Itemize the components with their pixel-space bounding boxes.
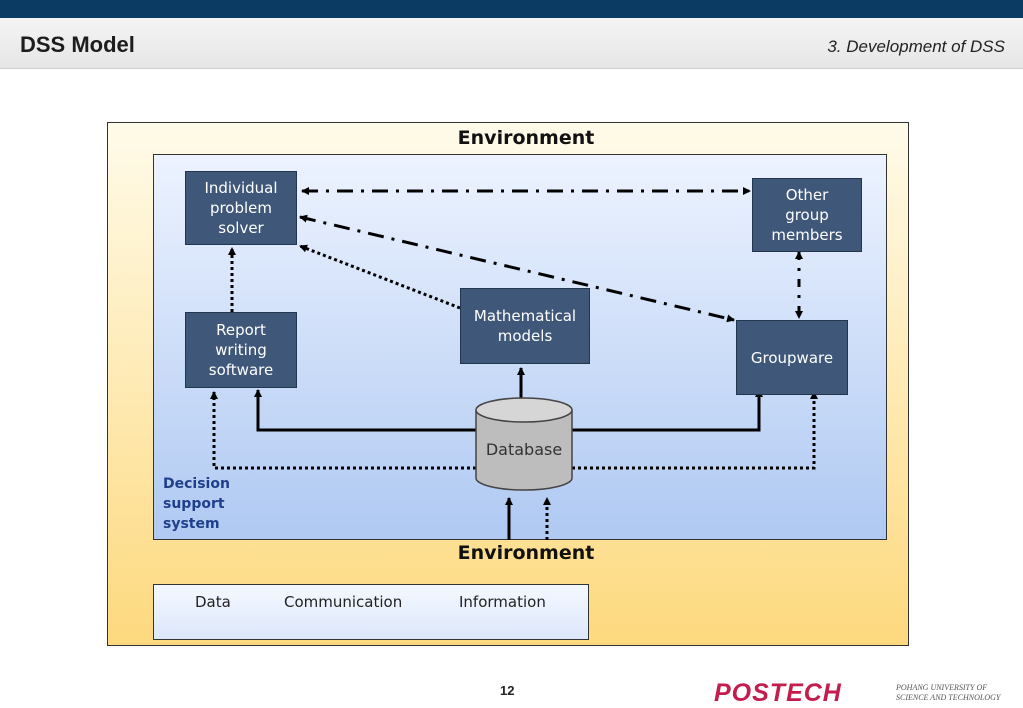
legend-information-label: Information — [459, 593, 546, 611]
legend-data-label: Data — [195, 593, 231, 611]
postech-logo-subtitle: POHANG UNIVERSITY OF SCIENCE AND TECHNOL… — [896, 683, 1000, 703]
slide-title: DSS Model — [20, 32, 135, 57]
logo-subtitle-line: POHANG UNIVERSITY OF — [896, 683, 988, 692]
node-line: Mathematical — [473, 307, 577, 325]
page-number: 12 — [500, 683, 515, 698]
node-line: software — [208, 361, 274, 379]
dss-label-line: system — [163, 516, 220, 532]
environment-label-top: Environment — [457, 127, 595, 149]
node-other-group-members: Other group members — [752, 178, 862, 252]
data-arrow-db-to-groupware — [572, 389, 763, 432]
node-line: Report — [216, 321, 266, 339]
postech-logo: POSTECH — [714, 679, 842, 707]
node-report-writing-software: Report writing software — [185, 312, 297, 388]
node-line: writing — [215, 341, 267, 359]
node-line: Individual — [204, 179, 278, 197]
section-title: 3. Development of DSS — [827, 37, 1005, 56]
node-groupware: Groupware — [736, 320, 848, 395]
database-cylinder — [475, 397, 573, 491]
dss-label-line: Decision — [163, 476, 230, 492]
node-line: Groupware — [750, 348, 834, 367]
comm-arrow-math-to-individual — [299, 244, 461, 310]
node-line: problem — [209, 199, 273, 217]
comm-arrow-db-to-report — [210, 391, 476, 470]
node-line: models — [497, 327, 553, 345]
top-accent-bar — [0, 0, 1023, 18]
node-database-label: Database — [485, 440, 563, 459]
legend-communication-label: Communication — [284, 593, 403, 611]
slide-header: DSS Model 3. Development of DSS — [0, 18, 1023, 69]
environment-label-bottom: Environment — [457, 542, 595, 564]
legend-box: Data Communication Information — [153, 584, 589, 640]
data-arrow-db-to-report — [254, 389, 476, 432]
node-individual-problem-solver: Individual problem solver — [185, 171, 297, 245]
node-line: members — [771, 226, 843, 244]
dss-label-line: support — [163, 496, 225, 512]
node-line: solver — [218, 219, 264, 237]
node-mathematical-models: Mathematical models — [460, 288, 590, 364]
comm-arrow-db-to-groupware — [572, 391, 818, 470]
info-arrow-individual-groupware — [299, 214, 735, 323]
logo-subtitle-line: SCIENCE AND TECHNOLOGY — [896, 693, 1001, 702]
dss-label: Decision support system — [163, 474, 230, 534]
node-line: Other — [785, 186, 829, 204]
node-line: group — [785, 206, 829, 224]
